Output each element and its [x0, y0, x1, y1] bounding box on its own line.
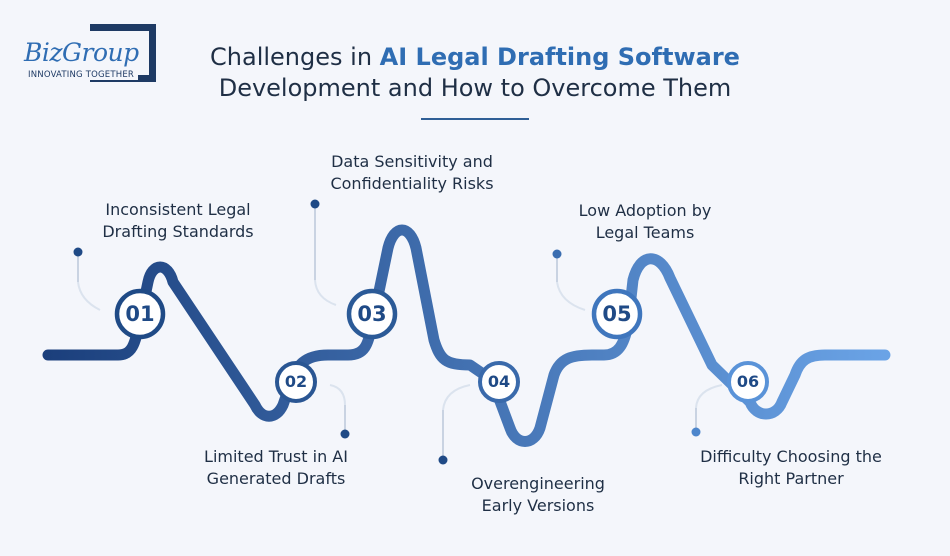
step-label-04-line1: Overengineering [471, 474, 605, 493]
step-number-05: 05 [602, 302, 632, 326]
connector-dot-04 [438, 455, 448, 465]
step-number-02: 02 [284, 372, 308, 391]
bizgroup-logo: BizGroup INNOVATING TOGETHER [22, 24, 157, 84]
wave-line [42, 224, 891, 447]
step-number-04: 04 [487, 372, 511, 391]
title-line2: Development and How to Overcome Them [218, 74, 732, 102]
step-label-03-line1: Data Sensitivity and [331, 152, 493, 171]
connector-dot-02 [340, 429, 350, 439]
step-label-04: Overengineering Early Versions [453, 473, 623, 517]
step-circle-02 [275, 361, 317, 403]
connector-dot-01 [73, 247, 83, 257]
step-label-06-line2: Right Partner [738, 469, 844, 488]
connector-dot-03 [310, 199, 320, 209]
connector-02 [329, 384, 350, 439]
step-label-05: Low Adoption by Legal Teams [560, 200, 730, 244]
step-circle-01 [114, 288, 166, 340]
step-circle-05 [591, 288, 643, 340]
logo-wordmark: BizGroup [24, 38, 142, 67]
connector-03 [310, 199, 337, 306]
step-label-03: Data Sensitivity and Confidentiality Ris… [312, 151, 512, 195]
step-label-03-line2: Confidentiality Risks [330, 174, 494, 193]
step-label-02-line2: Generated Drafts [206, 469, 346, 488]
connector-04 [438, 384, 471, 465]
step-circle-03 [346, 288, 398, 340]
step-label-04-line2: Early Versions [481, 496, 595, 515]
step-label-05-line1: Low Adoption by [578, 201, 712, 220]
step-label-01: Inconsistent Legal Drafting Standards [88, 199, 268, 243]
step-number-01: 01 [125, 302, 155, 326]
step-label-01-line2: Drafting Standards [102, 222, 254, 241]
step-label-05-line2: Legal Teams [595, 223, 695, 242]
connector-06 [691, 384, 723, 437]
step-label-02: Limited Trust in AI Generated Drafts [186, 446, 366, 490]
step-label-06-line1: Difficulty Choosing the [700, 447, 882, 466]
connector-dot-05 [552, 249, 562, 259]
step-number-03: 03 [357, 302, 387, 326]
title-prefix: Challenges in [210, 43, 380, 71]
title-underline [421, 118, 529, 120]
step-label-02-line1: Limited Trust in AI [204, 447, 348, 466]
step-label-01-line1: Inconsistent Legal [105, 200, 251, 219]
step-label-06: Difficulty Choosing the Right Partner [681, 446, 901, 490]
connector-05 [552, 249, 586, 311]
connector-dot-06 [691, 427, 701, 437]
page-title: Challenges in AI Legal Drafting Software… [180, 42, 770, 104]
step-circle-06 [727, 361, 769, 403]
step-number-06: 06 [736, 372, 760, 391]
logo-tagline: INNOVATING TOGETHER [28, 70, 139, 80]
title-highlight: AI Legal Drafting Software [379, 43, 740, 71]
connector-01 [73, 247, 101, 311]
step-circle-04 [478, 361, 520, 403]
